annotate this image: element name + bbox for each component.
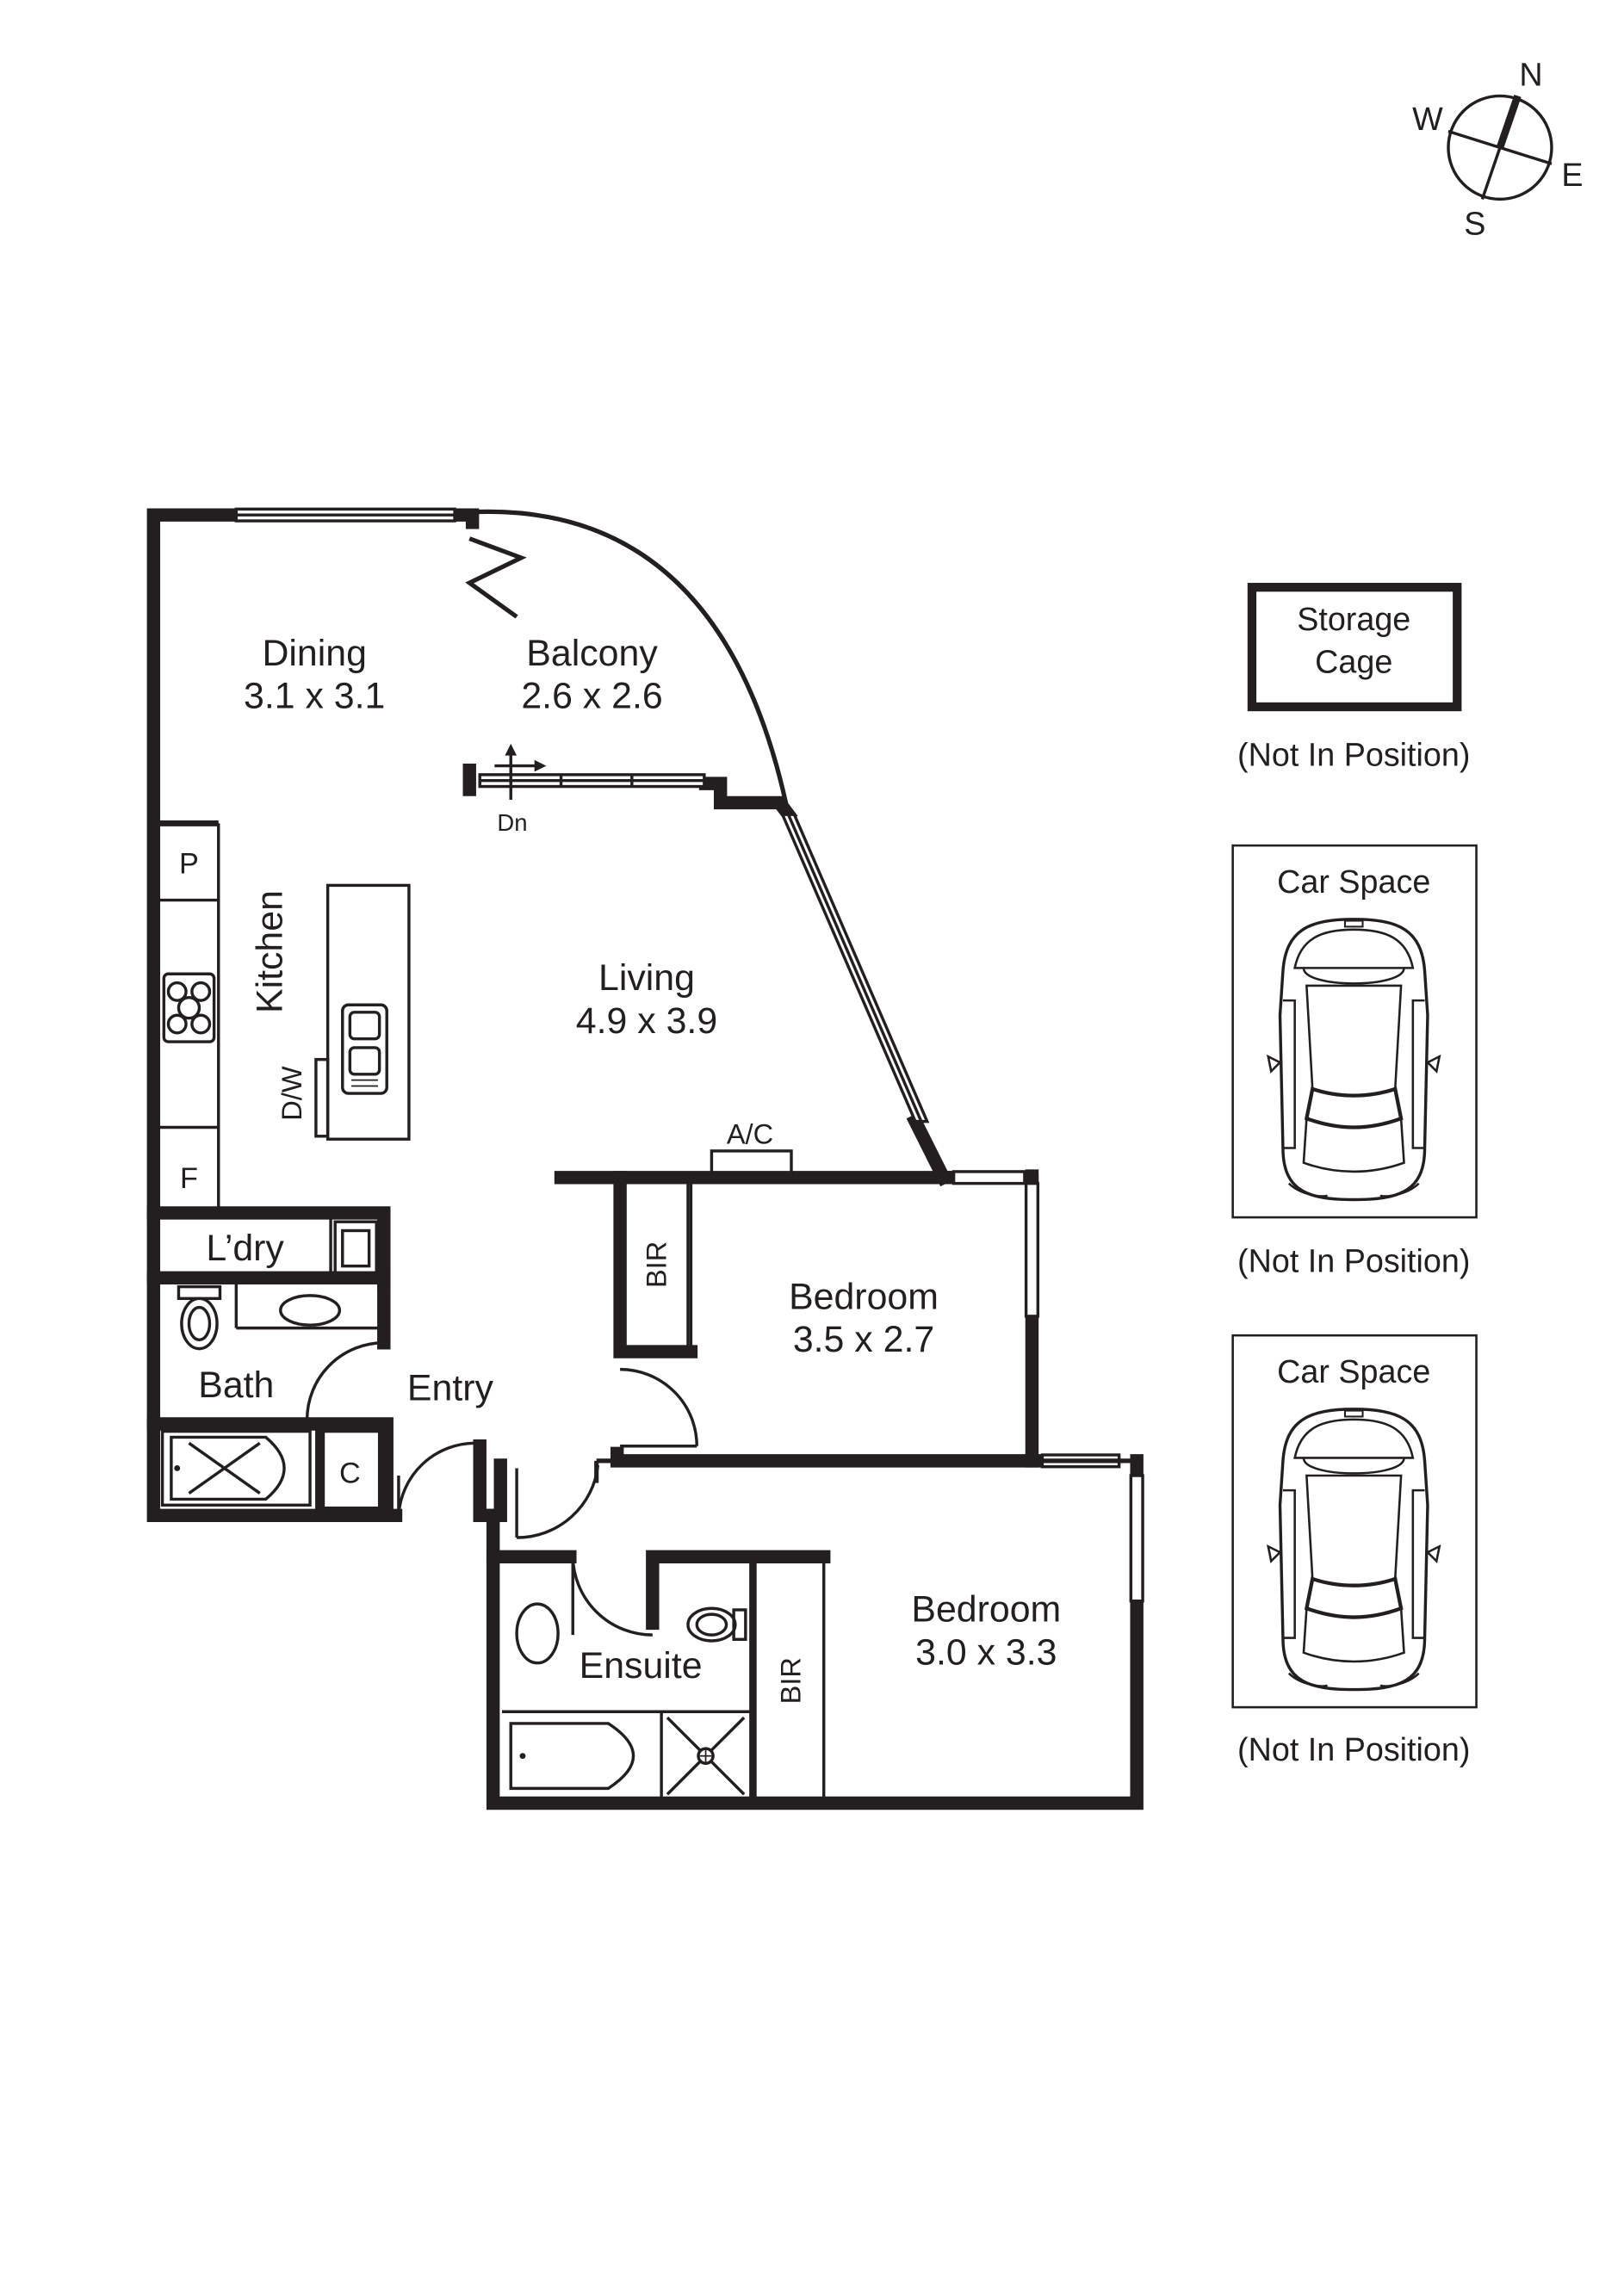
ensuite-bathtub-icon <box>509 1722 635 1791</box>
basin-icon <box>279 1294 342 1327</box>
window-bedroom1-north <box>951 1170 1026 1185</box>
compass-rose: N W E S <box>1412 56 1583 241</box>
bedroom1-size: 3.5 x 2.7 <box>793 1319 934 1360</box>
fridge-label: F <box>180 1162 198 1195</box>
windows <box>234 507 1144 1603</box>
dining-size: 3.1 x 3.1 <box>244 676 385 717</box>
window-bedroom2-east <box>1129 1474 1144 1603</box>
bathtub-icon <box>160 1429 312 1507</box>
door-ensuite <box>571 1556 653 1637</box>
door-entry <box>397 1441 476 1516</box>
storage-cage-box <box>1247 583 1462 712</box>
dishwasher-label: D/W <box>276 1066 307 1121</box>
cooktop-icon <box>162 972 216 1043</box>
wall-bedroom2-outer <box>486 1508 1144 1810</box>
car-space-1-note: (Not In Position) <box>1237 1242 1470 1278</box>
dishwasher-icon <box>314 1057 330 1138</box>
toilet-cistern-icon <box>177 1284 222 1301</box>
car-space-1-label: Car Space <box>1277 863 1430 900</box>
stairs-down-label: Dn <box>497 809 527 836</box>
fixture-labels: P F D/W A/C BIR BIR C Dn <box>179 809 806 1704</box>
kitchen-sink-icon <box>341 1003 388 1095</box>
balcony-size: 2.6 x 2.6 <box>521 676 662 717</box>
stairs-down-arrow <box>494 743 547 800</box>
wall-living-corner <box>906 1112 952 1187</box>
compass-east-west-line <box>1447 129 1553 165</box>
compass-east-label: E <box>1561 157 1583 193</box>
compass-north-needle <box>1496 95 1522 149</box>
bir1-label: BIR <box>641 1241 672 1288</box>
cupboard-label: C <box>339 1457 361 1490</box>
dining-label: Dining <box>262 633 366 674</box>
pantry-label: P <box>179 848 199 881</box>
shower-icon <box>666 1716 746 1796</box>
compass-west-label: W <box>1412 101 1443 137</box>
storage-cage-line2: Cage <box>1315 644 1392 680</box>
laundry-label: L’dry <box>206 1228 284 1269</box>
storage-cage-line1: Storage <box>1297 601 1410 637</box>
door-bedroom1 <box>620 1367 698 1446</box>
aircon-label: A/C <box>727 1118 773 1149</box>
living-size: 4.9 x 3.9 <box>576 1000 717 1042</box>
aircon-unit-icon <box>710 1149 793 1177</box>
living-label: Living <box>598 957 695 999</box>
balcony-zigzag <box>465 536 527 619</box>
compass-south-label: S <box>1464 206 1485 242</box>
ensuite-basin-icon <box>515 1602 560 1665</box>
compass-north-label: N <box>1519 56 1542 92</box>
ensuite-label: Ensuite <box>580 1645 703 1686</box>
car-icon <box>1268 1409 1440 1690</box>
car-icon <box>1268 919 1440 1200</box>
kitchen-label: Kitchen <box>249 890 290 1013</box>
storage-cage: Storage Cage (Not In Position) <box>1237 583 1470 773</box>
kitchen-island <box>314 883 411 1141</box>
wall-entry-jamb <box>473 1439 497 1523</box>
door-bath <box>305 1341 384 1420</box>
door-bedroom2 <box>517 1464 600 1539</box>
bedroom1-label: Bedroom <box>789 1276 939 1317</box>
entry-label: Entry <box>407 1368 494 1409</box>
car-space-1-box <box>1231 844 1478 1219</box>
car-space-2-box <box>1231 1334 1478 1709</box>
wall-west <box>146 508 403 1523</box>
interior-walls <box>146 820 1137 1804</box>
balcony-label: Balcony <box>526 633 658 674</box>
balcony-sliding-door <box>462 764 706 796</box>
compass-circle <box>1447 94 1553 201</box>
bedroom2-size: 3.0 x 3.3 <box>915 1631 1057 1673</box>
wall-ensuite <box>646 1550 831 1631</box>
car-space-2: Car Space (Not In Position) <box>1231 1334 1478 1767</box>
car-space-1: Car Space (Not In Position) <box>1231 844 1478 1278</box>
bath-fixtures <box>160 1284 381 1510</box>
window-bedroom1-east <box>1024 1181 1040 1318</box>
wall-laundry <box>146 1206 391 1290</box>
bath-label: Bath <box>198 1365 274 1406</box>
laundry-tub-icon <box>333 1220 378 1277</box>
bir2-label: BIR <box>775 1657 806 1704</box>
car-space-2-note: (Not In Position) <box>1237 1731 1470 1767</box>
kitchen-island-bench <box>325 883 411 1141</box>
ensuite-fixtures <box>509 1602 747 1796</box>
room-labels: Dining 3.1 x 3.1 Balcony 2.6 x 2.6 Livin… <box>198 633 1061 1686</box>
wall-balcony-notch <box>698 777 798 824</box>
bedroom2-label: Bedroom <box>911 1589 1061 1631</box>
wall-bir1 <box>613 1171 698 1358</box>
doors <box>305 1341 698 1637</box>
toilet-icon <box>180 1297 219 1351</box>
wall-bath-south <box>146 1417 394 1523</box>
storage-cage-note: (Not In Position) <box>1237 737 1470 773</box>
balcony-curved-edge <box>472 509 791 815</box>
car-space-2-label: Car Space <box>1277 1353 1430 1389</box>
cupboard-icon <box>321 1429 381 1510</box>
